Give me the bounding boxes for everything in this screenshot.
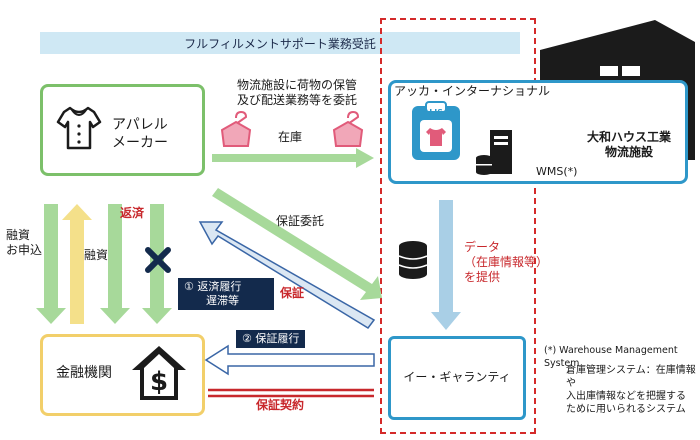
guarantee-performance-arrow: [204, 344, 375, 376]
apparel-maker-box: [40, 84, 205, 176]
repayment-label: 返済: [120, 206, 145, 220]
e-guarantee-box: [388, 336, 526, 420]
apparel-label-line1: アパレル: [112, 117, 168, 133]
badge1-line1: ① 返済履行: [184, 280, 242, 293]
scope-dashed-border: [380, 18, 536, 434]
repayment-arrow-upper: [100, 204, 130, 324]
hanger-icon-right: [332, 110, 364, 147]
guarantee-arrow: [198, 221, 376, 329]
shirt-icon: [56, 106, 102, 150]
loan-application-line2: お申込: [6, 243, 43, 257]
wms-label: WMS(*): [536, 165, 578, 178]
wms-footnote-title: (*) Warehouse Management System: [544, 345, 678, 369]
guarantee-request-arrow: [212, 188, 382, 300]
financial-institution-label: 金融機関: [56, 365, 112, 381]
outsource-note-line2: 及び配送業務等を委託: [236, 93, 357, 107]
apparel-maker-label: アパレル メーカー: [112, 116, 168, 152]
guarantee-contract-label: 保証契約: [256, 398, 305, 412]
badge1-line2: 遅滞等: [206, 294, 239, 307]
loan-label: 融資: [84, 248, 109, 262]
hanger-icon-left: [220, 110, 252, 147]
alis-device-icon: [412, 101, 460, 160]
wms-footnote-body: 倉庫管理システム：在庫情報や 入出庫情報などを把握する ために用いられるシステム: [566, 364, 700, 416]
fulfillment-banner: フルフィルメントサポート業務受託: [40, 32, 520, 54]
guarantee-label: 保証: [280, 286, 305, 300]
daiwa-label: 大和ハウス工業 物流施設: [574, 130, 684, 160]
server-icon: [476, 130, 512, 175]
loan-application-arrow: [36, 204, 66, 324]
e-guarantee-label: イー・ギャランティ: [403, 370, 511, 384]
loan-application-label: 融資 お申込: [6, 228, 42, 258]
outsourcing-note: 物流施設に荷物の保管 及び配送業務等を委託: [222, 78, 372, 108]
guarantee-request-label: 保証委託: [276, 214, 325, 228]
repayment-default-badge: ① 返済履行 遅滞等: [178, 278, 274, 310]
svg-text:$: $: [150, 367, 168, 397]
alis-sign: ALIS: [423, 108, 444, 117]
data-line2: （在庫情報等）: [464, 255, 549, 269]
cross-mark-icon: [145, 247, 171, 273]
accord-label: アッカ・インターナショナル: [394, 84, 551, 98]
daiwa-label-line1: 大和ハウス工業: [586, 130, 671, 144]
database-icon: [399, 241, 427, 279]
data-line1: データ: [464, 240, 501, 254]
footnote-line1: 倉庫管理システム：在庫情報や: [566, 365, 696, 389]
loan-application-line1: 融資: [6, 228, 31, 242]
inventory-arrow: [212, 148, 374, 168]
inventory-label: 在庫: [278, 130, 303, 144]
guarantee-performance-badge: ② 保証履行: [236, 330, 306, 348]
data-line3: を提供: [464, 270, 501, 284]
footnote-line2: 入出庫情報などを把握する: [566, 391, 686, 402]
bank-house-icon: $: [132, 346, 186, 400]
banner-label: フルフィルメントサポート業務受託: [184, 36, 376, 51]
footnote-line3: ために用いられるシステム: [566, 404, 686, 415]
guarantee-contract-lines: [208, 388, 374, 398]
data-arrow: [431, 200, 461, 330]
daiwa-label-line2: 物流施設: [604, 145, 653, 159]
apparel-label-line2: メーカー: [112, 135, 168, 151]
loan-arrow: [62, 204, 92, 324]
outsource-note-line1: 物流施設に荷物の保管: [236, 78, 357, 92]
data-provision-label: データ （在庫情報等） を提供: [464, 240, 548, 285]
